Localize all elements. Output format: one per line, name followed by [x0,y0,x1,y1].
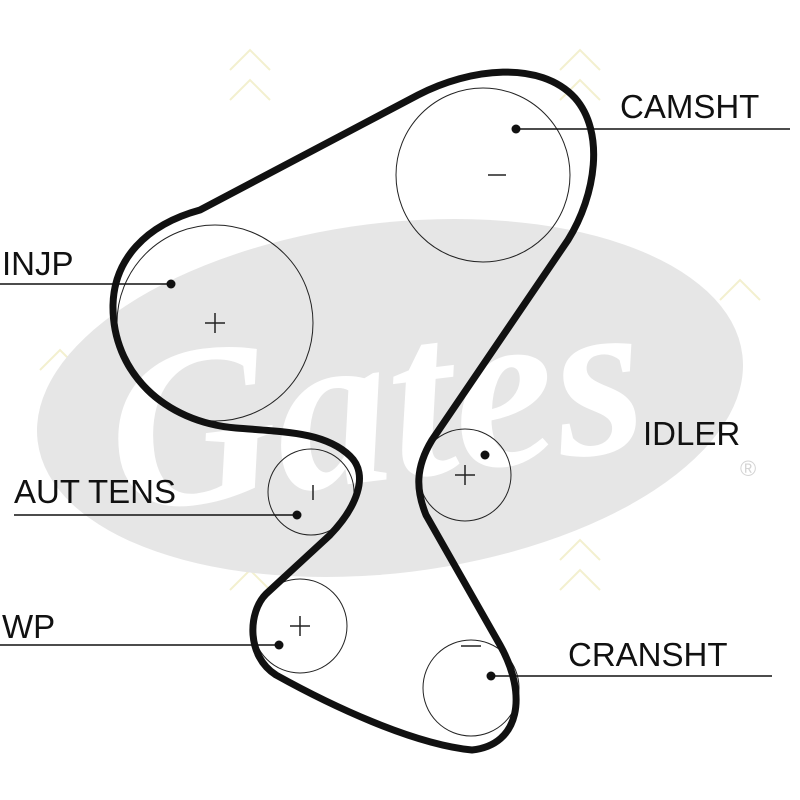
label-auto-tensioner: AUT TENS [14,473,176,510]
label-camshaft: CAMSHT [620,88,759,125]
pulley-camshaft [395,87,571,263]
watermark-registered-mark: ® [740,456,756,481]
label-injection-pump: INJP [2,245,74,282]
label-idler: IDLER [643,415,740,452]
label-water-pump: WP [2,608,55,645]
label-crankshaft: CRANSHT [568,636,728,673]
timing-belt [109,68,598,754]
gates-watermark-logo: Gates ® [37,218,756,578]
